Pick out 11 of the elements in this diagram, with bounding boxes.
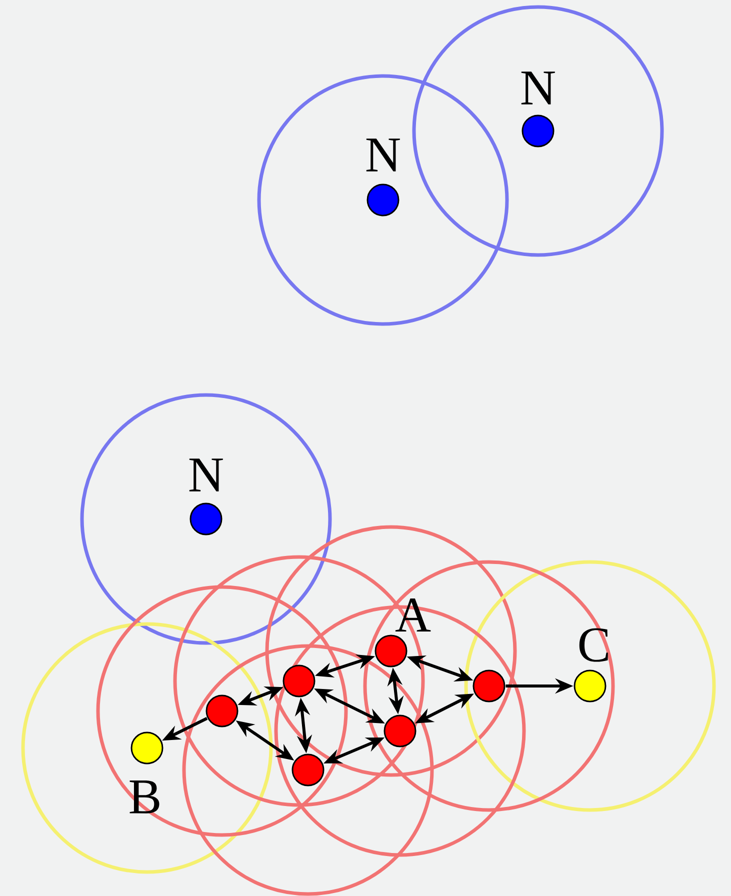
node-label: C <box>579 628 608 662</box>
node-dot <box>292 754 324 786</box>
node-dot <box>384 714 416 748</box>
node-label: N <box>521 72 555 104</box>
node-dot <box>472 670 506 702</box>
node-label: B <box>130 780 160 814</box>
node-label: N <box>366 138 400 172</box>
node-dot <box>282 664 316 698</box>
node-label: N <box>189 458 223 492</box>
node-dot <box>206 694 238 728</box>
node-label: A <box>395 598 431 632</box>
